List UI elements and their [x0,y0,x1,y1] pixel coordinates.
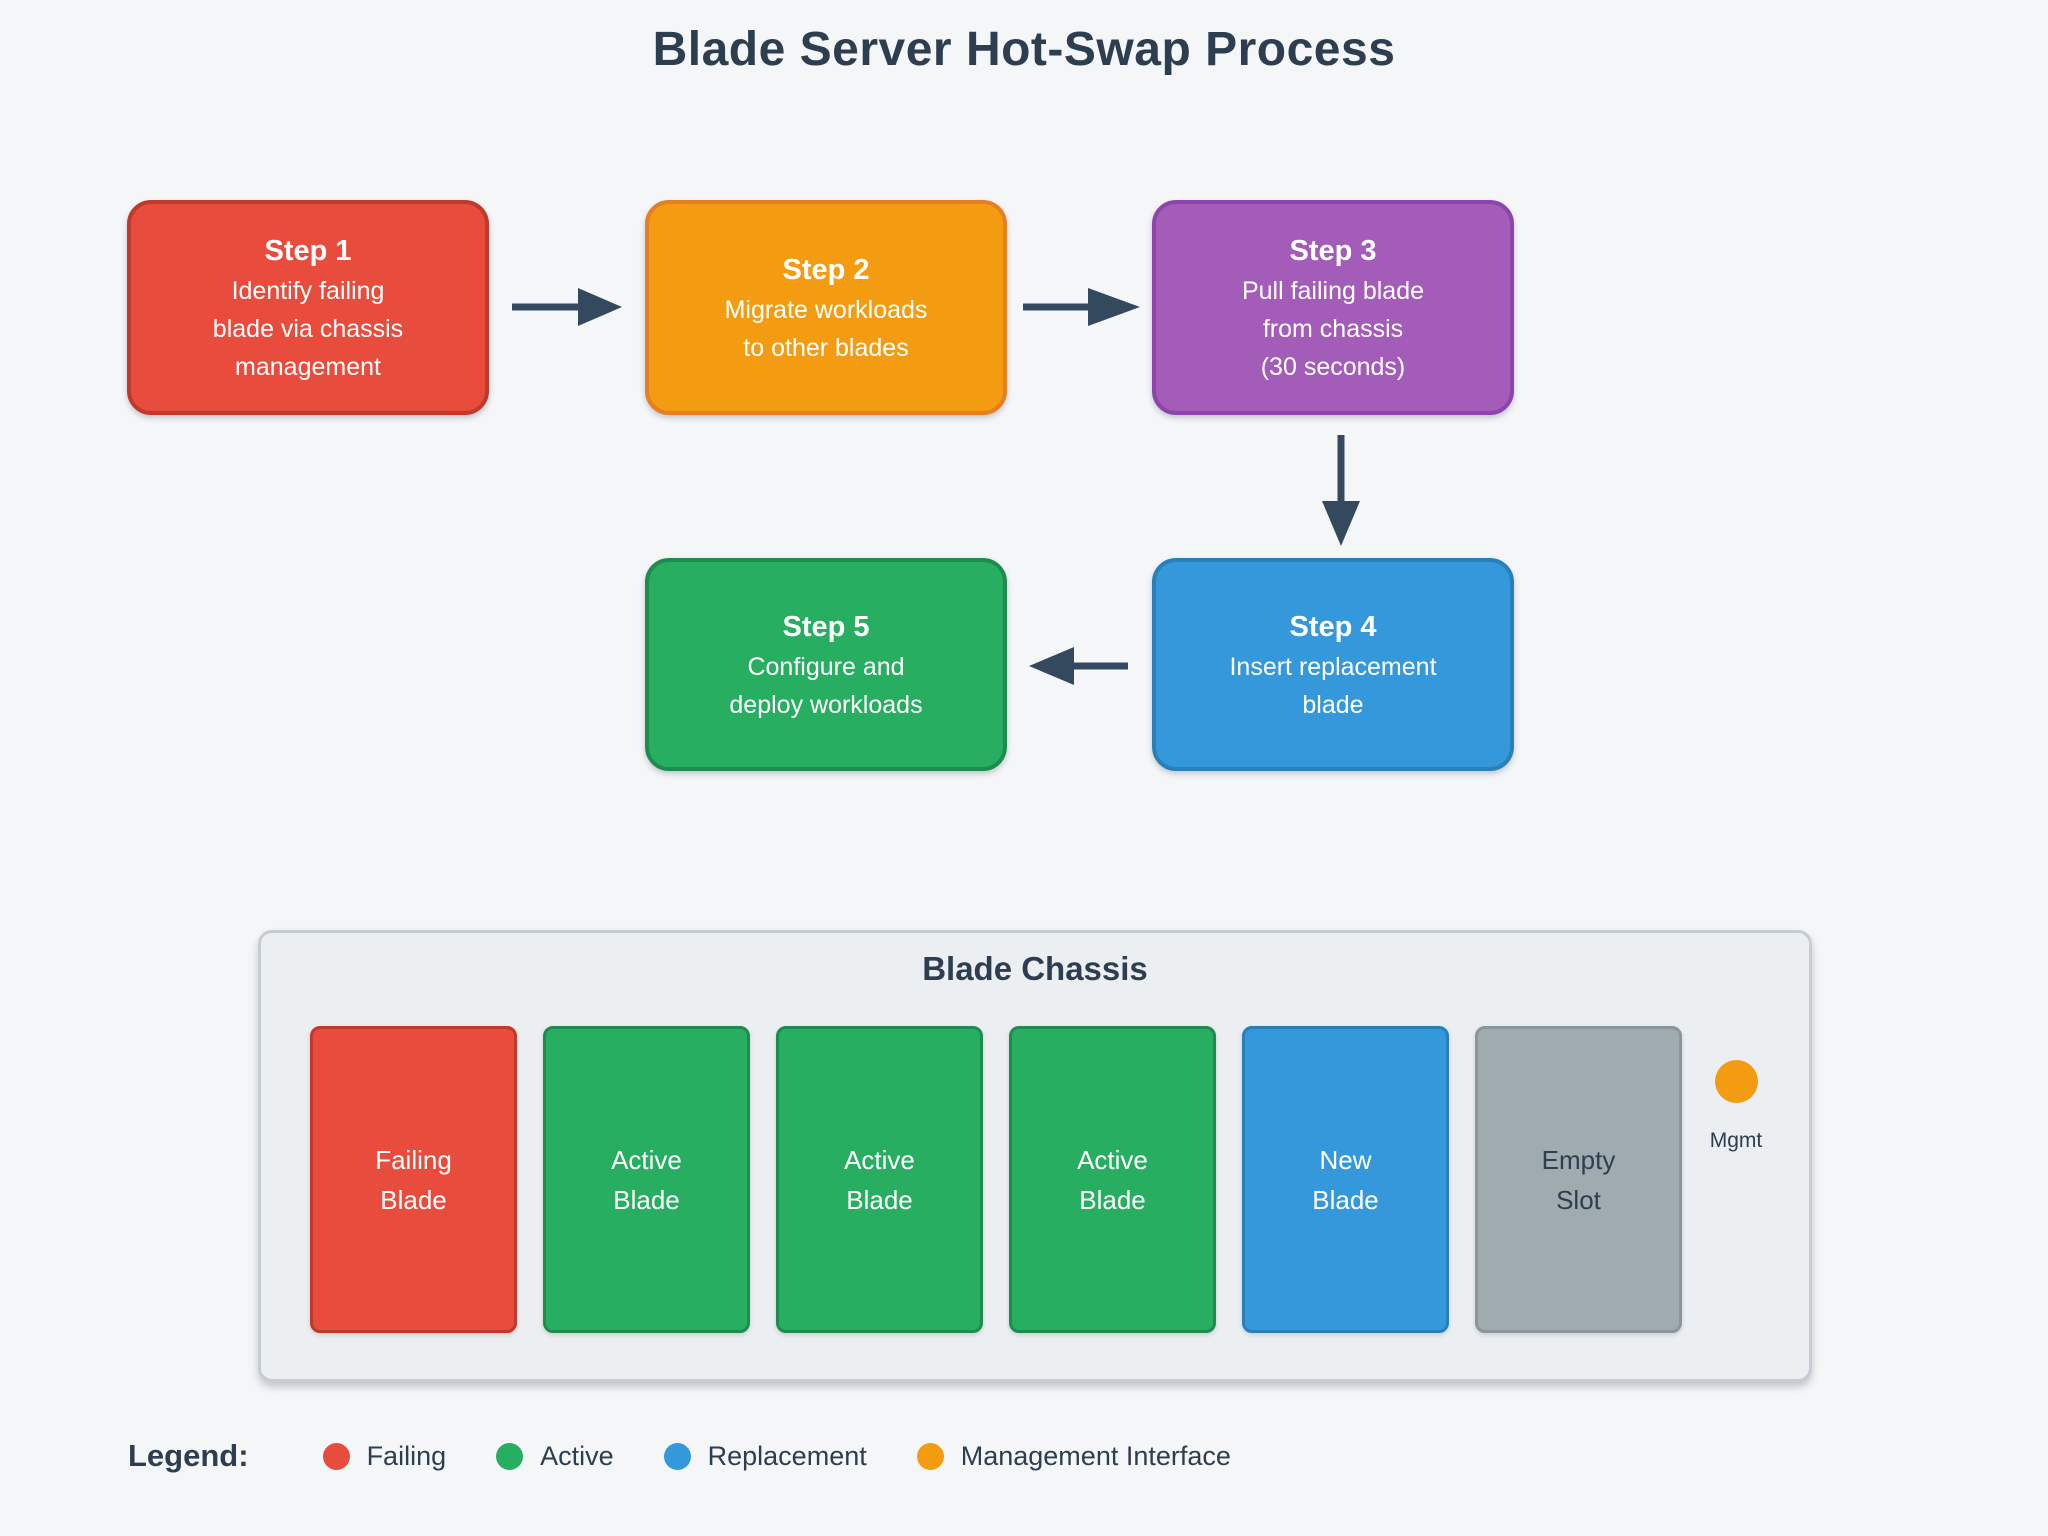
legend: Legend: Failing Active Replacement Manag… [128,1430,1231,1482]
legend-label: Failing [366,1440,447,1471]
step-1-line: blade via chassis [212,314,404,343]
step-1-line: Identify failing [231,276,385,305]
slot-label-line: Blade [1079,1184,1146,1215]
step-3-line: (30 seconds) [1260,352,1406,381]
legend-item-replacement: Replacement [663,1440,867,1472]
slot-label-line: Blade [846,1184,913,1215]
legend-title: Legend: [128,1438,249,1473]
active-dot-icon [496,1442,524,1470]
mgmt-interface-icon [1715,1060,1758,1103]
legend-label: Replacement [707,1440,867,1471]
step-3-title: Step 3 [1289,234,1377,267]
slot-label-line: Slot [1556,1184,1601,1215]
step-2-line: Migrate workloads [724,295,928,324]
slot-active-blade-2: Active Blade [776,1026,983,1333]
step-4-title: Step 4 [1289,610,1377,643]
management-dot-icon [916,1442,944,1470]
slot-new-blade: New Blade [1242,1026,1449,1333]
failing-dot-icon [322,1442,350,1470]
blade-slots: Failing Blade Active Blade Active Blade … [310,1026,1682,1333]
step-4-line: blade [1302,690,1364,719]
blade-chassis: Blade Chassis Failing Blade Active Blade… [258,930,1812,1382]
arrow-step2-to-step3 [1023,288,1140,326]
page-title: Blade Server Hot-Swap Process [652,23,1396,76]
slot-failing-blade: Failing Blade [310,1026,517,1333]
slot-label-line: Active [844,1144,915,1175]
slot-active-blade-3: Active Blade [1009,1026,1216,1333]
slot-label-line: Failing [375,1144,452,1175]
slot-label-line: Active [611,1144,682,1175]
step-1-title: Step 1 [264,234,352,267]
step-5-line: deploy workloads [729,690,923,719]
step-2-line: to other blades [743,333,909,362]
step-5-line: Configure and [747,652,905,681]
arrow-step1-to-step2 [512,288,622,326]
legend-label: Active [540,1440,614,1471]
step-1-line: management [235,352,381,381]
slot-label-line: Blade [1312,1184,1379,1215]
slot-label-line: Blade [380,1184,447,1215]
legend-item-failing: Failing [322,1440,447,1472]
legend-label: Management Interface [960,1440,1231,1471]
step-4-box: Step 4 Insert replacement blade [1152,558,1514,771]
arrow-step4-to-step5 [1029,647,1128,685]
legend-item-management-interface: Management Interface [916,1440,1231,1472]
slot-label-line: Blade [613,1184,680,1215]
slot-label-line: Active [1077,1144,1148,1175]
step-3-box: Step 3 Pull failing blade from chassis (… [1152,200,1514,415]
slot-active-blade-1: Active Blade [543,1026,750,1333]
step-3-line: from chassis [1262,314,1404,343]
legend-item-active: Active [496,1441,614,1472]
replacement-dot-icon [663,1442,691,1470]
slot-label-line: Empty [1541,1144,1616,1175]
step-2-box: Step 2 Migrate workloads to other blades [645,200,1007,415]
step-2-title: Step 2 [782,253,870,286]
step-5-box: Step 5 Configure and deploy workloads [645,558,1007,771]
mgmt-label: Mgmt [1709,1129,1763,1152]
chassis-title: Blade Chassis [922,950,1148,987]
step-1-box: Step 1 Identify failing blade via chassi… [127,200,489,415]
slot-empty: Empty Slot [1475,1026,1682,1333]
step-4-line: Insert replacement [1229,652,1437,681]
slot-label-line: New [1319,1144,1372,1175]
step-3-line: Pull failing blade [1241,276,1425,305]
step-5-title: Step 5 [782,610,870,643]
arrow-step3-to-step4 [1322,435,1360,546]
